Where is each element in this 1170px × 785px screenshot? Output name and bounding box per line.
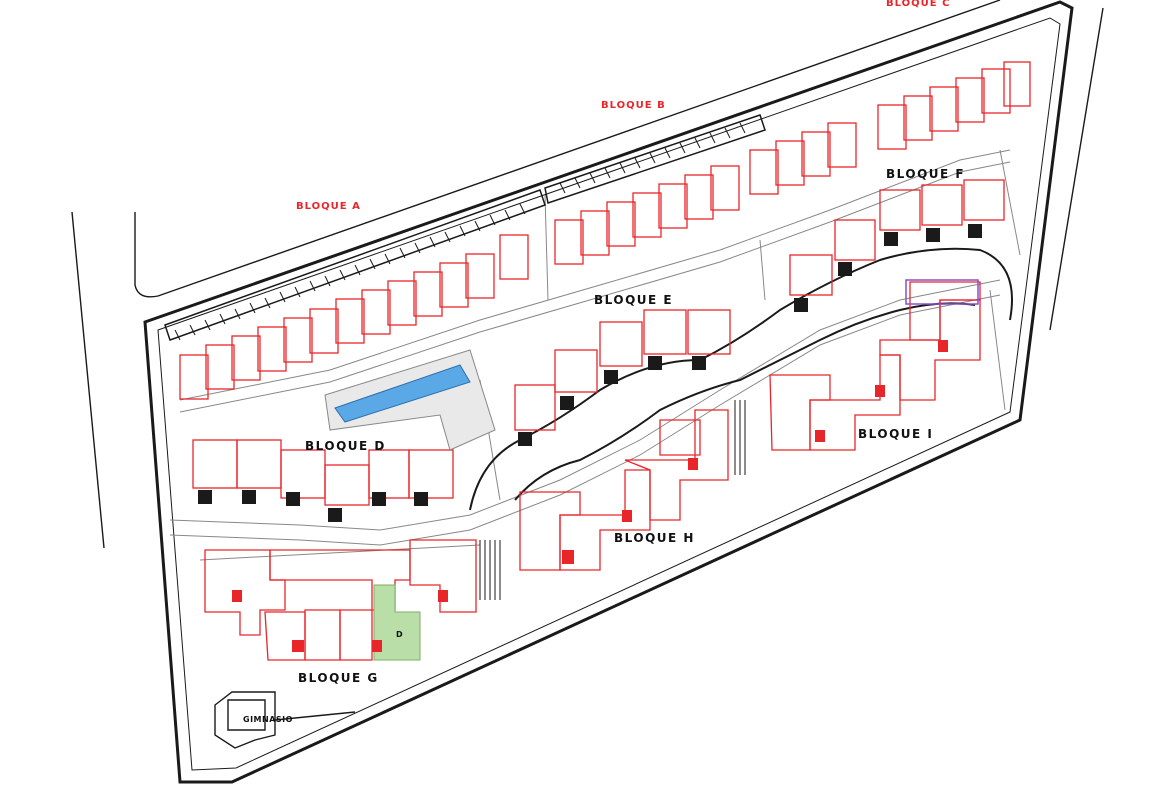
bloque-h-cluster [519, 409, 729, 571]
label-bloque-h: BLOQUE H [614, 531, 695, 545]
label-bloque-c: BLOQUE C [886, 0, 950, 9]
site-boundary [71, 0, 1104, 784]
label-bloque-e: BLOQUE E [594, 293, 673, 307]
label-bloque-i: BLOQUE I [858, 427, 933, 441]
walkways [169, 149, 1021, 561]
unit-interior-marks [232, 340, 948, 652]
gimnasio-building [214, 691, 356, 749]
label-bloque-a: BLOQUE A [296, 201, 361, 212]
bloque-f-cluster [789, 179, 1005, 296]
label-gimnasio: GIMNASIO [243, 715, 293, 724]
bloque-g-green-unit [373, 584, 421, 661]
label-bloque-g: BLOQUE G [298, 671, 379, 685]
bloque-d-cluster [192, 439, 454, 506]
garage-markers [198, 224, 982, 522]
label-bloque-b: BLOQUE B [601, 100, 666, 111]
parking-strip [164, 114, 766, 341]
bloque-e-cluster [514, 309, 731, 431]
purple-marker [905, 279, 979, 305]
label-unit-d: D [396, 630, 403, 639]
label-bloque-f: BLOQUE F [886, 167, 965, 181]
pool [324, 349, 496, 451]
bloque-a-b-c-row [179, 61, 1031, 400]
label-bloque-d: BLOQUE D [305, 439, 386, 453]
winding-path [469, 247, 1013, 511]
stairs [479, 400, 746, 600]
